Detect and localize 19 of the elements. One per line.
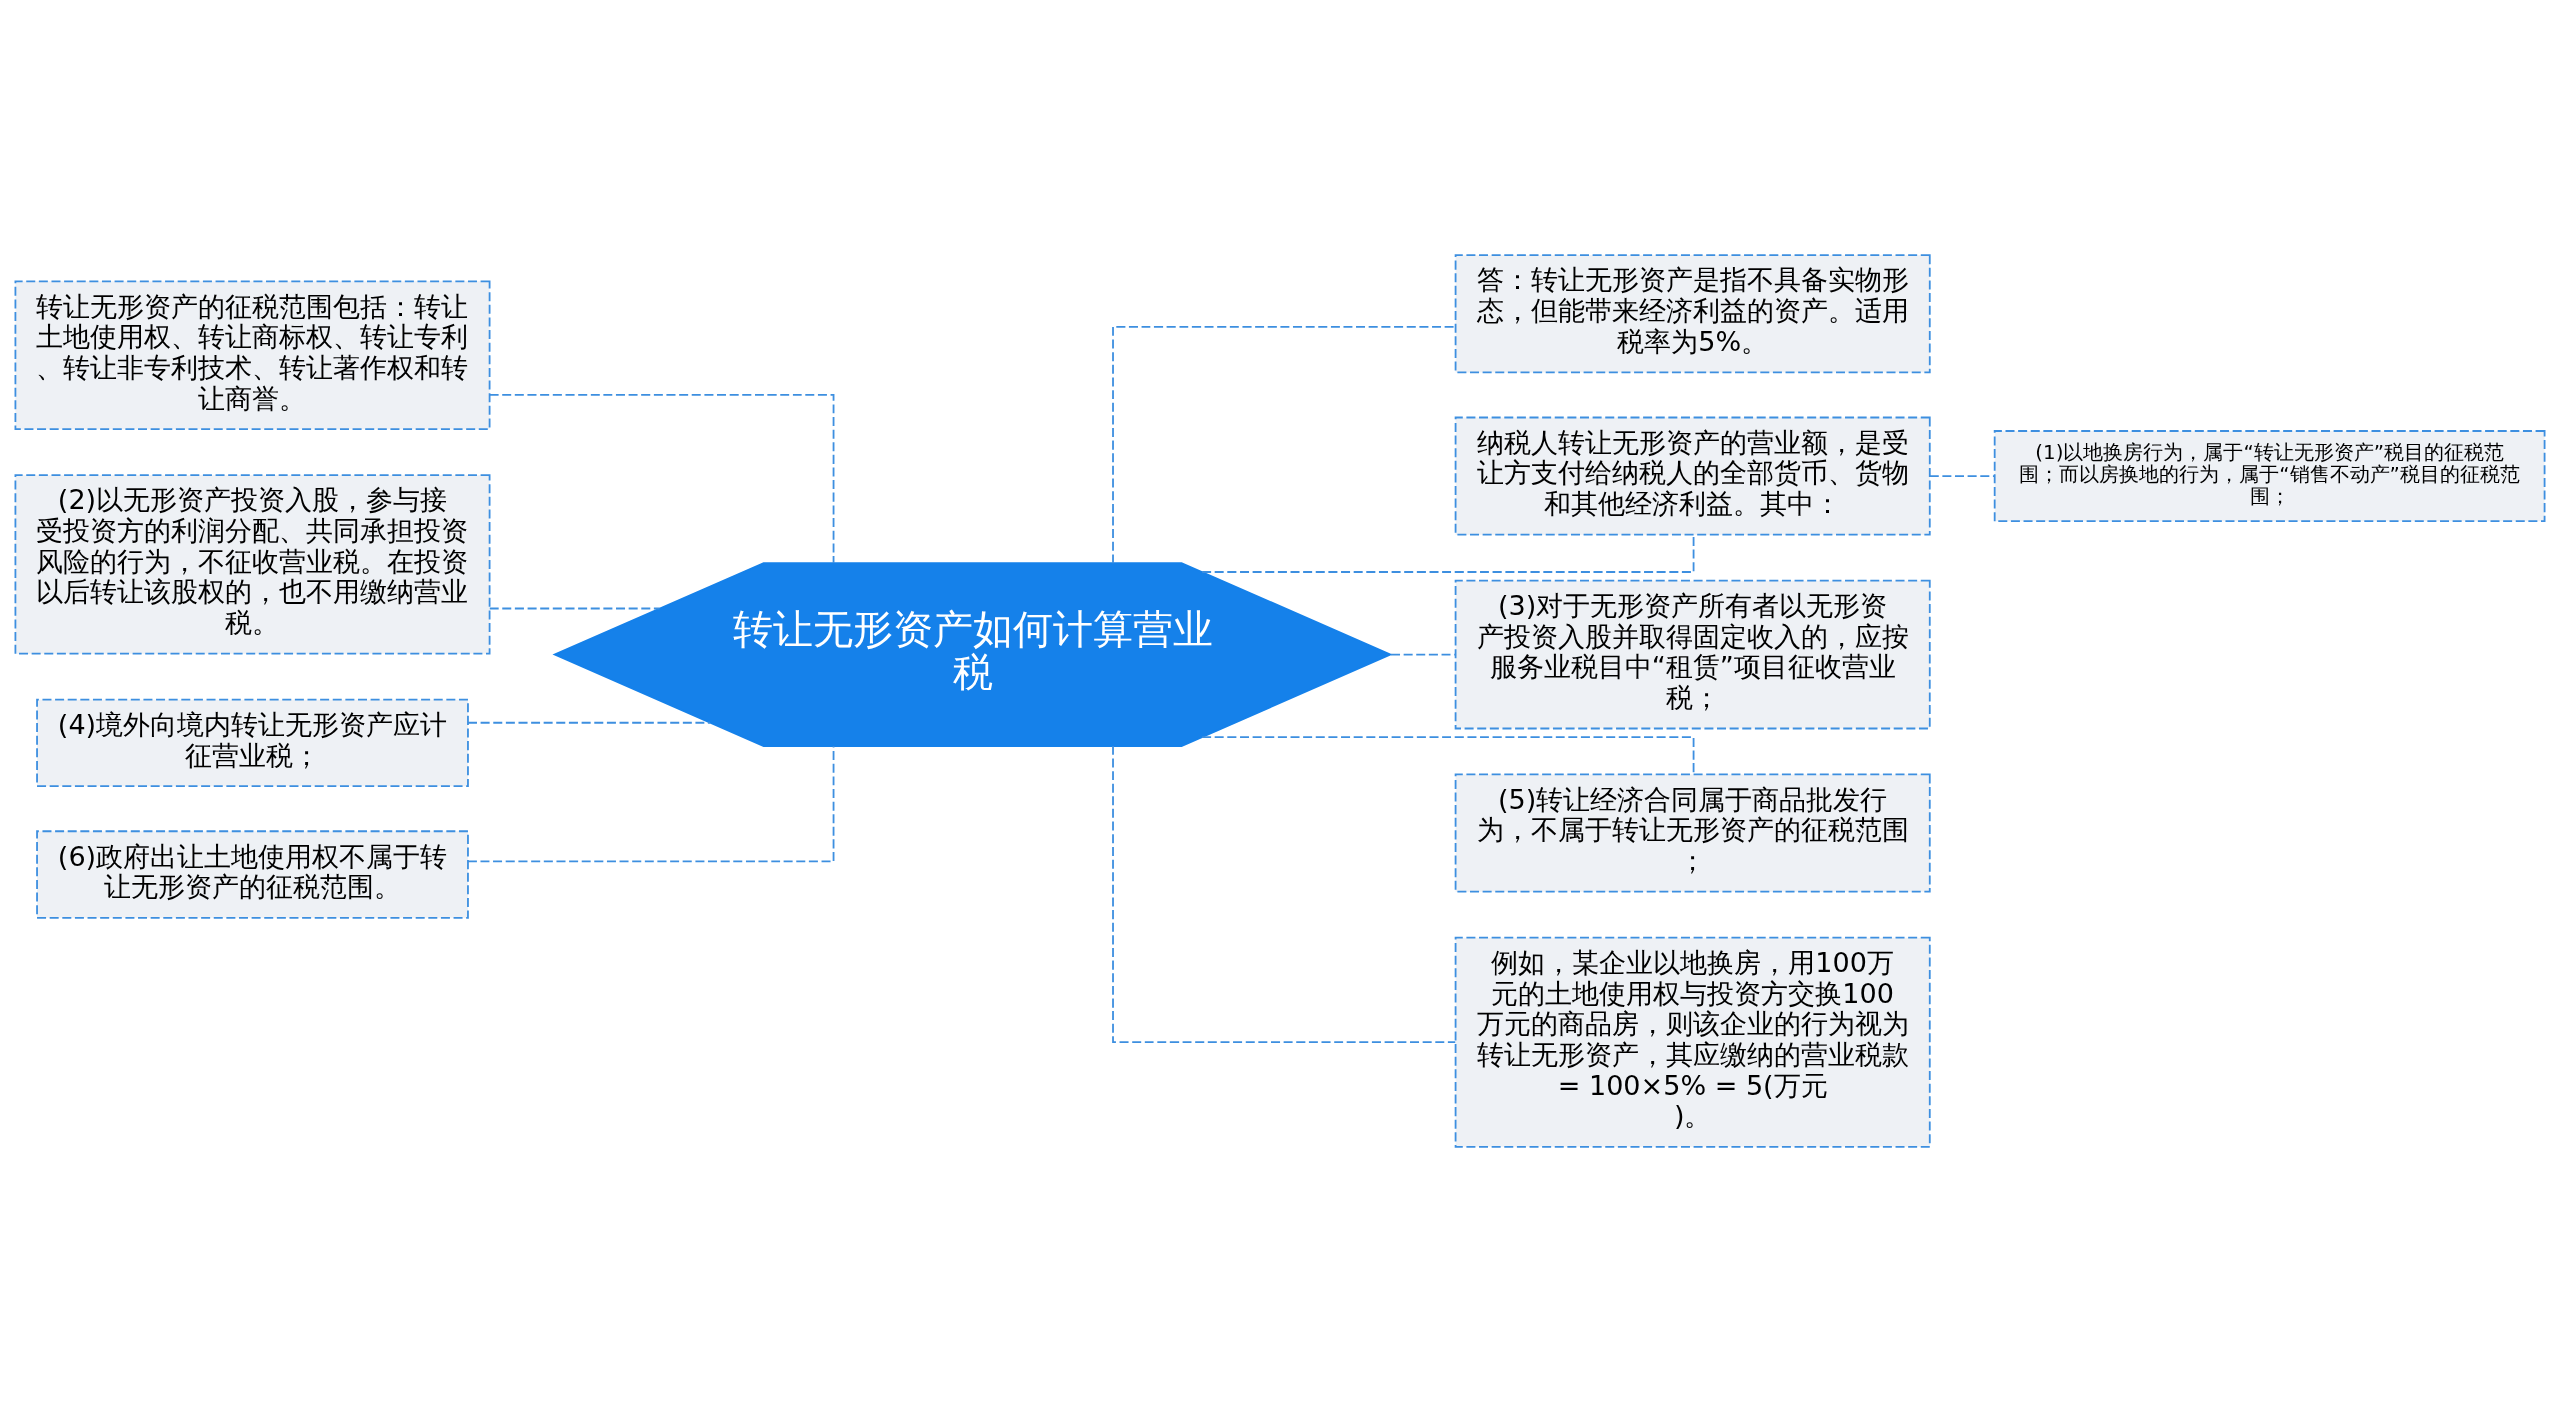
node-box: (2)以无形资产投资入股，参与接受投资方的利润分配、共同承担投资风险的行为，不征收营业税。在投资以后转让该股权的，也不用缴纳营业税。 [14, 473, 491, 655]
connector [467, 744, 835, 862]
node-box: 转让无形资产的征税范围包括：转让土地使用权、转让商标权、转让专利、转让非专利技术、转让著作权和转让商誉。 [14, 279, 491, 430]
node-box: (6)政府出让土地使用权不属于转让无形资产的征税范围。 [36, 829, 469, 919]
connector [1928, 474, 1996, 477]
node-box: 例如，某企业以地换房，用100万元的土地使用权与投资方交换100万元的商品房，则该企业的行为视为转让无形资产，其应缴纳的营业税款 = 100×5% = 5(万元)。 [1454, 936, 1931, 1148]
connector [488, 607, 661, 609]
node-box: 答：转让无形资产是指不具备实物形态，但能带来经济利益的资产。适用税率为5%。 [1454, 253, 1931, 373]
connector [1390, 653, 1456, 655]
connector [1112, 744, 1457, 1043]
node-box: (4)境外向境内转让无形资产应计征营业税； [36, 698, 469, 787]
node-box: (1)以地换房行为，属于“转让无形资产”税目的征税范围；而以房换地的行为，属于“销售不动产”税目的征税范围； [1993, 429, 2546, 522]
node-box: (3)对于无形资产所有者以无形资产投资入股并取得固定收入的，应按服务业税目中“租赁”项目征收营业税； [1454, 579, 1931, 729]
node-box: 纳税人转让无形资产的营业额，是受让方支付给纳税人的全部货币、货物和其他经济利益。其中： [1454, 416, 1931, 536]
connector [467, 721, 711, 724]
connector [1201, 735, 1695, 775]
connector [1112, 325, 1457, 564]
node-box: (5)转让经济合同属于商品批发行为，不属于转让无形资产的征税范围； [1454, 773, 1931, 893]
connector [488, 393, 835, 564]
